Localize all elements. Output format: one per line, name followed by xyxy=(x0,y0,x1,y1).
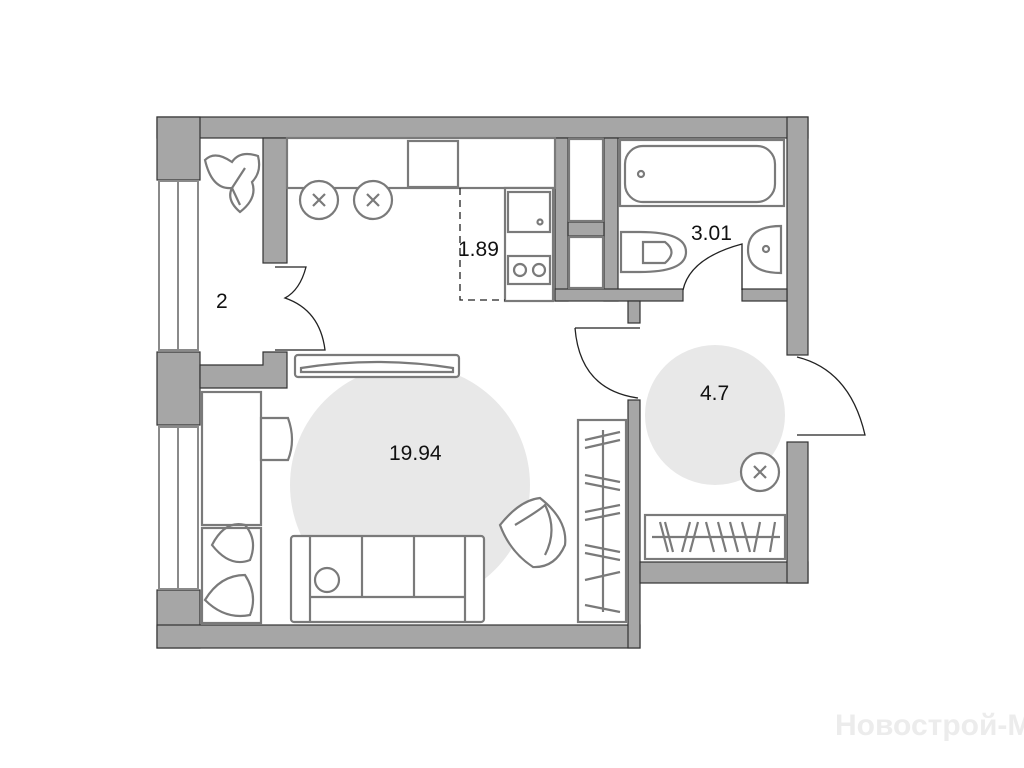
hallway-zone-circle xyxy=(645,345,785,485)
entrance-area-label: 2 xyxy=(216,290,228,313)
hallway-furniture xyxy=(643,451,787,561)
kitchen-furniture xyxy=(285,136,557,303)
living-room-area-label: 19.94 xyxy=(389,442,442,465)
storage-box-bottom xyxy=(567,235,605,290)
bathroom-fixtures xyxy=(618,138,786,275)
plant-icon xyxy=(203,152,261,214)
watermark: Новострой-М xyxy=(835,709,1024,742)
window-top xyxy=(158,180,199,351)
storage-box-top xyxy=(567,137,605,223)
doors xyxy=(275,243,866,436)
hallway-area-label: 4.7 xyxy=(700,382,729,405)
bathroom-area-label: 3.01 xyxy=(691,222,732,245)
walls xyxy=(156,116,809,649)
window-bottom xyxy=(158,426,199,590)
kitchen-area-label: 1.89 xyxy=(458,238,499,261)
living-furniture xyxy=(200,353,628,625)
